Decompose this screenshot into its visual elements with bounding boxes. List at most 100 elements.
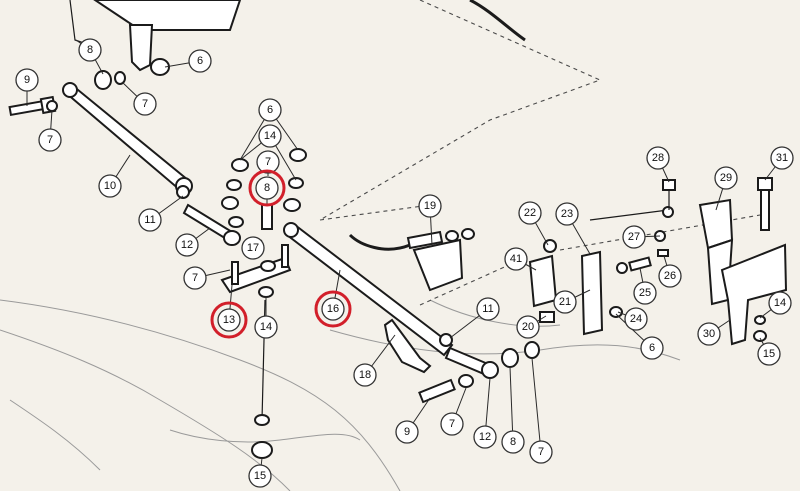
callout-label: 25 — [639, 287, 651, 299]
callout-label: 8 — [87, 44, 93, 56]
cable-19 — [348, 228, 475, 292]
callout-label: 14 — [774, 297, 786, 309]
rod-16 — [283, 222, 454, 357]
washer-7-lower — [458, 374, 474, 388]
nut-11 — [176, 185, 190, 199]
callout-6: 6 — [640, 336, 664, 360]
hardware-stack-centre — [221, 148, 307, 230]
callout-circle — [633, 281, 657, 305]
callout-circle — [241, 236, 265, 260]
callout-circle — [714, 166, 738, 190]
callout-circle — [98, 174, 122, 198]
callout-8: 8 — [501, 430, 525, 454]
callout-circle — [15, 68, 39, 92]
callout-7: 7 — [183, 266, 207, 290]
bolt-31 — [757, 177, 773, 231]
callout-12: 12 — [175, 233, 199, 257]
housing-top-left — [69, 0, 242, 72]
callout-20: 20 — [516, 315, 540, 339]
leader-line — [509, 366, 514, 443]
callout-24: 24 — [624, 307, 648, 331]
callout-circle — [78, 38, 102, 62]
stud-15-bottom — [251, 299, 273, 459]
callout-15: 15 — [248, 464, 272, 488]
callout-label: 10 — [104, 180, 116, 192]
callout-label: 13 — [223, 314, 235, 326]
callout-14: 14 — [254, 315, 278, 339]
callout-label: 23 — [561, 208, 573, 220]
washer-14-right — [754, 315, 766, 325]
callout-label: 8 — [510, 436, 516, 448]
washer-7-lower-right — [524, 341, 540, 359]
plate-30 — [720, 243, 788, 346]
callout-17: 17 — [241, 236, 265, 260]
callout-26: 26 — [658, 264, 682, 288]
callout-circle — [321, 297, 345, 321]
callout-label: 30 — [703, 328, 715, 340]
callout-8-highlighted: 8 — [248, 169, 286, 207]
callout-30: 30 — [697, 322, 721, 346]
rod-10 — [62, 82, 193, 195]
callout-circle — [395, 420, 419, 444]
highlight-ring — [210, 301, 248, 339]
bushing-8-top — [94, 70, 112, 90]
callout-29: 29 — [714, 166, 738, 190]
washer-7-left — [46, 100, 58, 112]
callout-label: 11 — [144, 214, 155, 226]
callout-circle — [254, 315, 278, 339]
pivot-bolt-12-lower — [444, 346, 499, 379]
callout-label: 6 — [649, 342, 655, 354]
bracket-assembly-right — [528, 206, 674, 336]
callout-circle — [175, 233, 199, 257]
callout-circle — [504, 247, 528, 271]
callout-circle — [518, 201, 542, 225]
highlight-ring — [314, 290, 352, 328]
callout-7: 7 — [256, 150, 280, 174]
callout-circle — [183, 266, 207, 290]
bolt-25 — [628, 256, 652, 272]
callout-label: 28 — [652, 152, 664, 164]
callout-19: 19 — [418, 194, 442, 218]
callout-circle — [473, 425, 497, 449]
callout-14: 14 — [258, 124, 282, 148]
callout-label: 7 — [449, 418, 455, 430]
callout-circle — [555, 202, 579, 226]
callout-circle — [501, 430, 525, 454]
bolt-28 — [662, 179, 676, 210]
callout-circle — [258, 124, 282, 148]
callout-label: 20 — [522, 321, 534, 333]
callout-circle — [188, 49, 212, 73]
callout-21: 21 — [553, 290, 577, 314]
callout-6: 6 — [188, 49, 212, 73]
callout-label: 17 — [247, 242, 259, 254]
callout-8: 8 — [78, 38, 102, 62]
background-body-outline — [0, 299, 681, 491]
highlight-ring — [248, 169, 286, 207]
callout-circle — [640, 336, 664, 360]
callout-16-highlighted: 16 — [314, 290, 352, 328]
callout-14: 14 — [768, 291, 792, 315]
callout-27: 27 — [622, 225, 646, 249]
callout-23: 23 — [555, 202, 579, 226]
callout-13-highlighted: 13 — [210, 301, 248, 339]
bracket-18 — [383, 318, 432, 374]
callout-circle — [516, 315, 540, 339]
callout-circle — [256, 150, 280, 174]
callout-12: 12 — [473, 425, 497, 449]
bolt-9-lower — [418, 378, 456, 404]
callout-7: 7 — [440, 412, 464, 436]
callout-label: 6 — [197, 55, 203, 67]
callout-circle — [770, 146, 794, 170]
callout-label: 15 — [254, 470, 266, 482]
callout-circle — [622, 225, 646, 249]
pin-26 — [657, 249, 669, 257]
callout-label: 8 — [264, 182, 270, 194]
callout-circle — [255, 176, 279, 200]
callout-label: 14 — [264, 130, 276, 142]
callout-label: 22 — [524, 207, 536, 219]
callout-circle — [133, 92, 157, 116]
callout-label: 26 — [664, 270, 676, 282]
callout-label: 14 — [260, 321, 272, 333]
